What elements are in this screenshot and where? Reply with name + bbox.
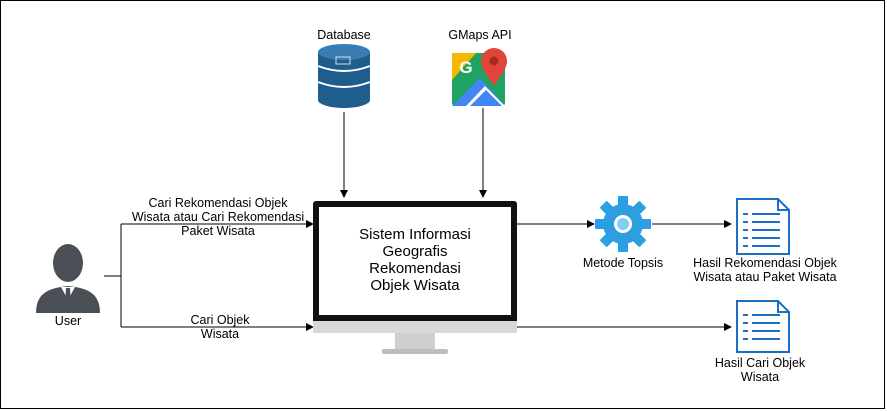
result-search-line-2: Wisata: [740, 370, 780, 384]
document-icon-search: [736, 300, 790, 353]
recommend-request-label: Cari Rekomendasi Objek Wisata atau Cari …: [120, 196, 316, 238]
recommend-request-line-2: Wisata atau Cari Rekomendasi: [131, 210, 305, 224]
monitor-icon: [313, 201, 517, 354]
result-recommendation-line-1: Hasil Rekomendasi Objek: [693, 256, 837, 270]
gear-icon: [595, 196, 651, 252]
search-request-label: Cari Objek Wisata: [170, 313, 270, 341]
result-recommendation-label: Hasil Rekomendasi Objek Wisata atau Pake…: [682, 256, 848, 284]
user-label: User: [54, 314, 82, 328]
document-icon-recommendation: [736, 198, 790, 255]
gmaps-icon: G: [452, 48, 507, 106]
system-label: Sistem Informasi Geografis Rekomendasi O…: [319, 226, 511, 294]
gmaps-label: GMaps API: [448, 28, 512, 42]
database-icon: [317, 44, 371, 108]
result-search-label: Hasil Cari Objek Wisata: [700, 356, 820, 384]
recommend-request-line-1: Cari Rekomendasi Objek: [148, 196, 288, 210]
svg-text:G: G: [459, 58, 472, 77]
search-request-line-2: Wisata: [200, 327, 240, 341]
result-search-line-1: Hasil Cari Objek: [714, 356, 806, 370]
user-icon: [36, 244, 100, 313]
system-line-1: Sistem Informasi: [359, 226, 471, 243]
search-request-line-1: Cari Objek: [190, 313, 250, 327]
system-line-2: Geografis: [382, 243, 448, 260]
recommend-request-line-3: Paket Wisata: [181, 224, 255, 238]
result-recommendation-line-2: Wisata atau Paket Wisata: [693, 270, 837, 284]
system-line-4: Objek Wisata: [370, 277, 460, 294]
system-line-3: Rekomendasi: [369, 260, 461, 277]
database-label: Database: [317, 28, 371, 42]
topsis-label: Metode Topsis: [582, 256, 664, 270]
connectors: [104, 108, 732, 331]
